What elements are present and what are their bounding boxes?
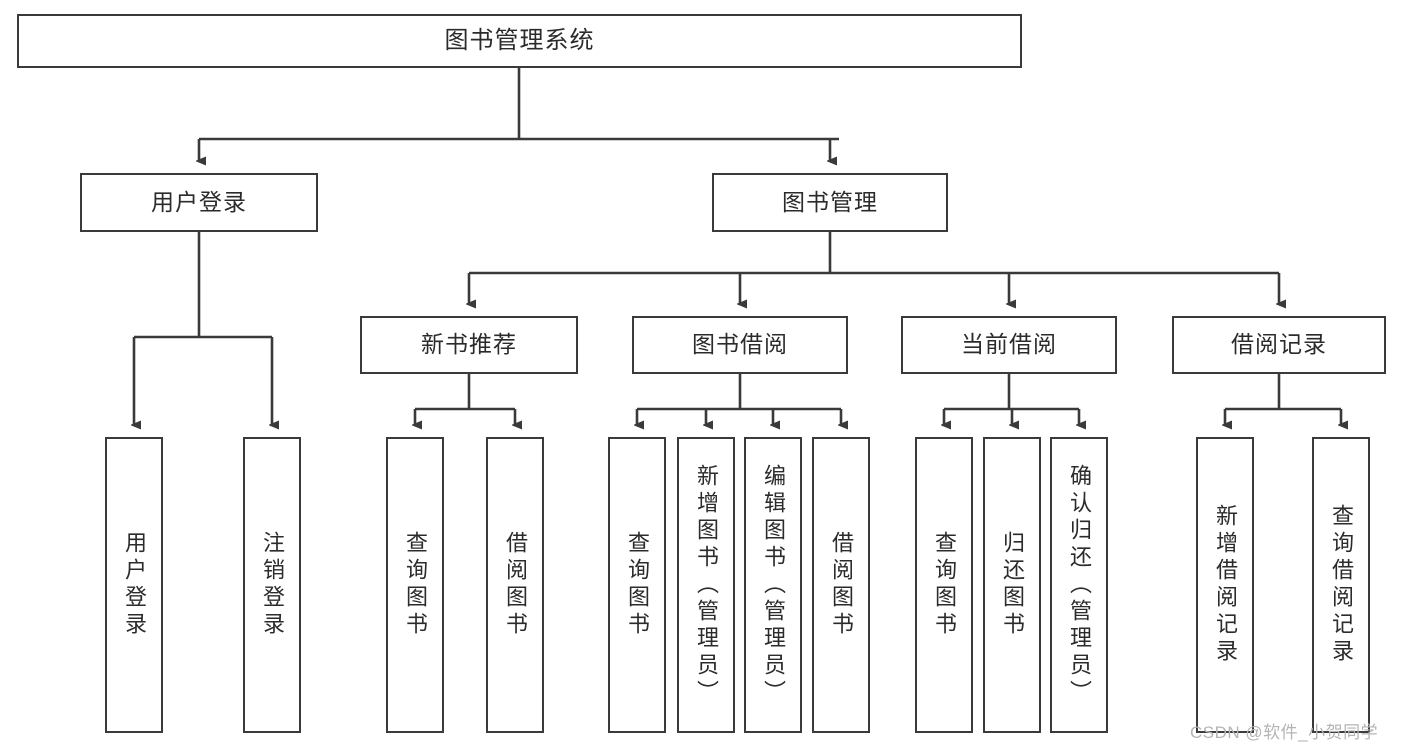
node-label: 新增借阅记录 [1213, 504, 1238, 666]
node-label: 借阅记录 [1231, 331, 1327, 358]
node-label: 归还图书 [1000, 531, 1025, 639]
leaf-borrow-book[interactable]: 借阅图书 [812, 437, 870, 733]
leaf-query-books-recommend[interactable]: 查询图书 [386, 437, 444, 733]
leaf-borrow-books-recommend[interactable]: 借阅图书 [486, 437, 544, 733]
node-label: 图书管理系统 [444, 26, 595, 54]
node-new-book-recommend[interactable]: 新书推荐 [360, 316, 578, 374]
node-label: 用户登录 [122, 531, 147, 639]
node-label: 注销登录 [260, 531, 285, 639]
node-label: 查询图书 [932, 531, 957, 639]
leaf-confirm-return-admin[interactable]: 确认归还（管理员） [1050, 437, 1108, 733]
node-user-login[interactable]: 用户登录 [80, 173, 318, 232]
leaf-user-login[interactable]: 用户登录 [105, 437, 163, 733]
leaf-edit-book-admin[interactable]: 编辑图书（管理员） [744, 437, 802, 733]
leaf-add-borrow-record[interactable]: 新增借阅记录 [1196, 437, 1254, 733]
node-label: 查询借阅记录 [1329, 504, 1354, 666]
node-label: 借阅图书 [829, 531, 854, 639]
node-borrow-records[interactable]: 借阅记录 [1172, 316, 1386, 374]
node-label: 用户登录 [151, 188, 247, 215]
node-book-management[interactable]: 图书管理 [712, 173, 948, 232]
leaf-return-book[interactable]: 归还图书 [983, 437, 1041, 733]
node-label: 确认归还（管理员） [1067, 463, 1092, 707]
node-label: 查询图书 [403, 531, 428, 639]
node-label: 图书借阅 [692, 331, 788, 358]
leaf-query-books-borrow[interactable]: 查询图书 [608, 437, 666, 733]
node-label: 编辑图书（管理员） [761, 463, 786, 707]
node-label: 新增图书（管理员） [694, 463, 719, 707]
node-current-borrow[interactable]: 当前借阅 [901, 316, 1117, 374]
leaf-query-borrow-record[interactable]: 查询借阅记录 [1312, 437, 1370, 733]
leaf-query-books-current[interactable]: 查询图书 [915, 437, 973, 733]
leaf-logout[interactable]: 注销登录 [243, 437, 301, 733]
node-label: 查询图书 [625, 531, 650, 639]
node-label: 借阅图书 [503, 531, 528, 639]
watermark: CSDN @软件_小贺同学 [1190, 723, 1379, 742]
node-label: 图书管理 [782, 188, 878, 215]
node-label: 当前借阅 [961, 331, 1057, 358]
leaf-add-book-admin[interactable]: 新增图书（管理员） [677, 437, 735, 733]
node-book-borrow[interactable]: 图书借阅 [632, 316, 848, 374]
node-root-system[interactable]: 图书管理系统 [17, 14, 1022, 68]
node-label: 新书推荐 [421, 331, 517, 358]
